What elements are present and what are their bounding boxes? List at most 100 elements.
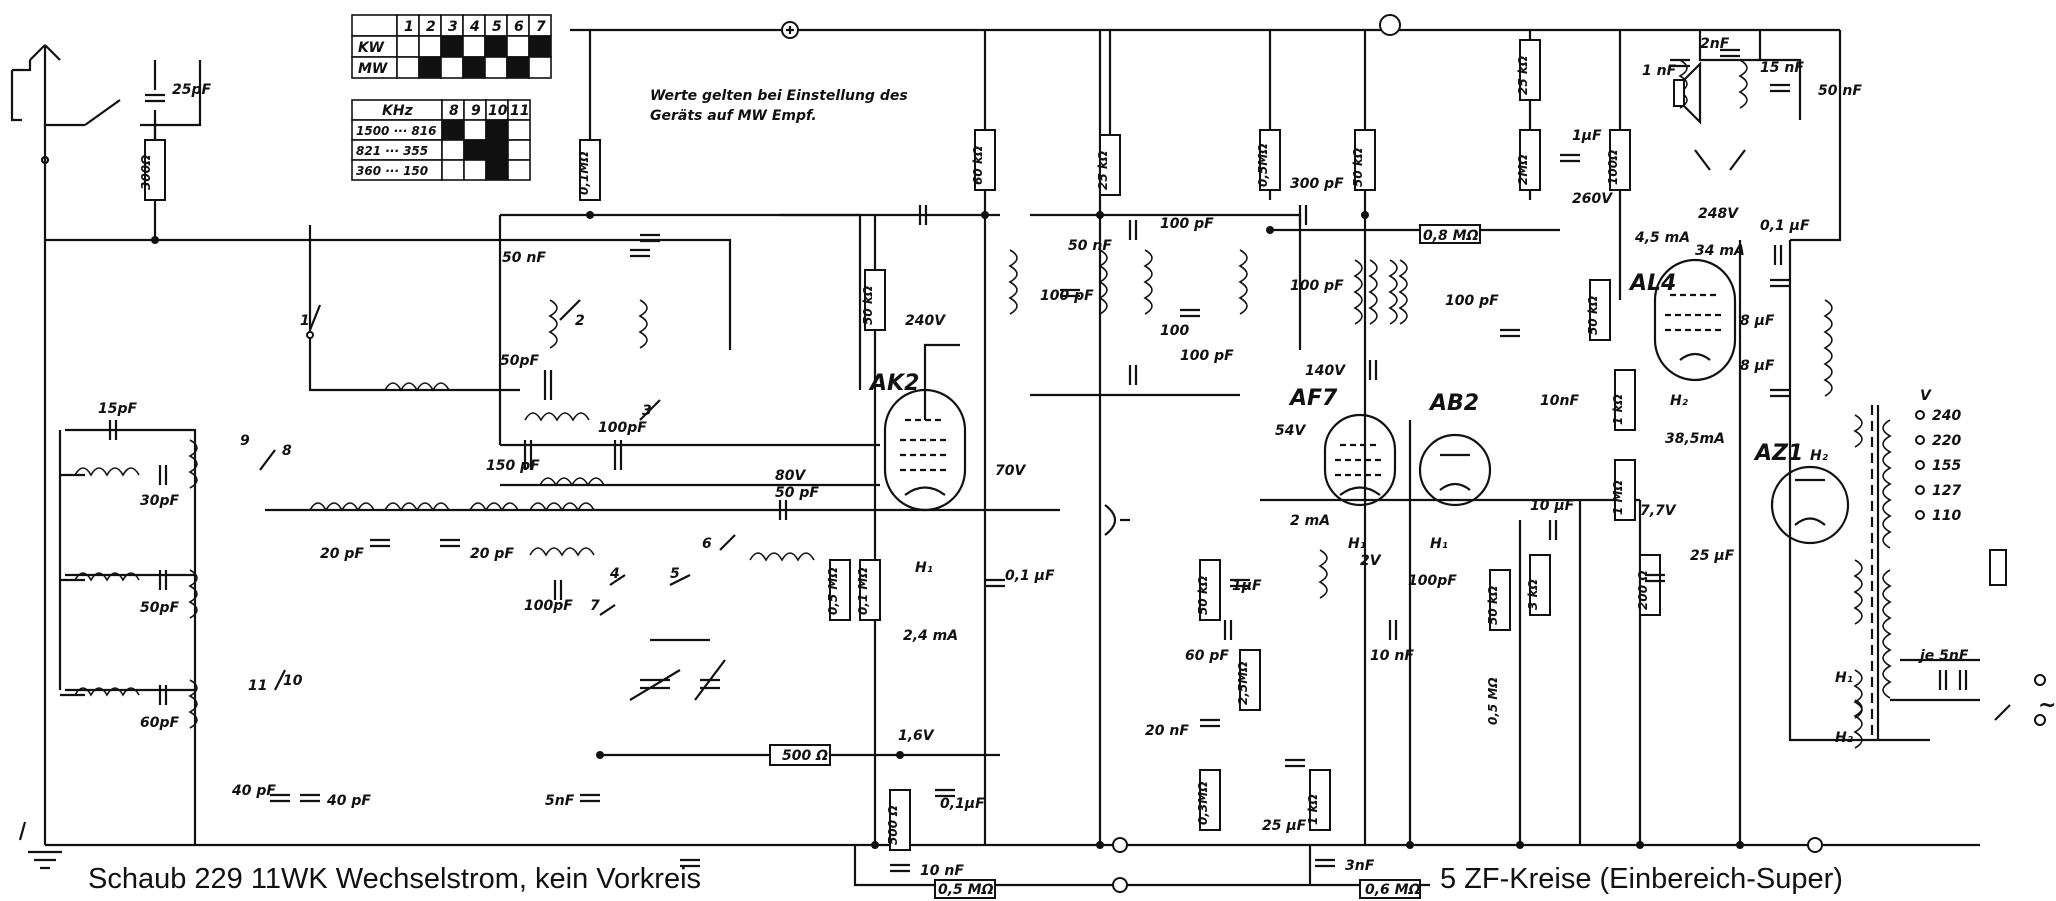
switch-6: 6 — [702, 536, 712, 552]
label-r50k-ak: 50 kΩ — [861, 286, 875, 325]
label-r1k-al: 1 kΩ — [1611, 394, 1625, 425]
khz-table-header: 10 — [488, 103, 508, 119]
label-c30pf: 30pF — [140, 493, 180, 509]
label-c01uf: 0,1 µF — [1005, 568, 1055, 584]
khz-table-cell — [485, 119, 509, 141]
label-c50pf-b: 50pF — [140, 600, 180, 616]
label-r25m: 2,5MΩ — [1236, 662, 1250, 705]
label-c100pf-if4: 100 pF — [1180, 348, 1234, 364]
label-c150pf: 150 pF — [486, 458, 540, 474]
label-i385: 38,5mA — [1665, 431, 1725, 447]
label-c40pf-a: 40 pF — [231, 783, 276, 799]
band-table-header: 2 — [426, 19, 436, 35]
label-c10uf: 10 µF — [1530, 498, 1575, 514]
label-r05m-bot: 0,5 MΩ — [938, 882, 994, 898]
label-c1nf: 1 nF — [1642, 63, 1677, 79]
label-c3nf: 3nF — [1345, 858, 1375, 874]
band-table-cell — [396, 56, 420, 79]
label-c100pf-if1: 100 pF — [1160, 216, 1214, 232]
band-table-header: 1 — [404, 19, 414, 35]
khz-table-cell — [463, 119, 487, 141]
khz-table-cell — [463, 139, 487, 161]
band-table-header: 3 — [448, 19, 458, 35]
khz-table-cell — [507, 159, 531, 181]
label-r500-h: 500 Ω — [782, 748, 828, 764]
mains-110: 110 — [1932, 508, 1961, 524]
switch-3: 3 — [642, 403, 652, 419]
label-c25pf: 25pF — [172, 82, 212, 98]
label-c15nf: 15 nF — [1760, 60, 1804, 76]
mains-155: 155 — [1932, 458, 1961, 474]
label-r300: 300Ω — [139, 155, 153, 190]
label-c100pf-af2: 100 pF — [1445, 293, 1499, 309]
label-r50k-al: 50 kΩ — [1586, 296, 1600, 335]
tube-al4 — [1653, 258, 1737, 382]
label-r08m: 0,8 MΩ — [1423, 228, 1479, 244]
label-v54: 54V — [1275, 423, 1306, 439]
note: Werte gelten bei Einstellung des Geräts … — [650, 88, 908, 124]
label-r1m-al: 1 MΩ — [1611, 480, 1625, 515]
band-table-cell — [484, 35, 508, 58]
label-c20nf: 20 nF — [1145, 723, 1189, 739]
antenna-input — [10, 44, 85, 845]
label-h1-ak: H₁ — [915, 560, 933, 576]
switch-9: 9 — [240, 433, 250, 449]
band-table-cell — [440, 56, 464, 79]
label-c300pf: 300 pF — [1290, 176, 1344, 192]
label-c1uf-af: 1µF — [1232, 578, 1262, 594]
label-r01m-ak: 0,1 MΩ — [856, 567, 870, 615]
label-c01uf-b: 0,1µF — [940, 796, 985, 812]
mains-unit: V — [1920, 388, 1932, 404]
mains-220: 220 — [1932, 433, 1961, 449]
tube-ak2 — [883, 343, 967, 512]
junction-dots — [151, 211, 1744, 849]
band-table-row-label: MW — [358, 61, 388, 77]
band-table-cell — [462, 35, 486, 58]
label-c15pf: 15pF — [98, 401, 138, 417]
band-table-cell — [440, 35, 464, 58]
label-v248: 248V — [1698, 206, 1739, 222]
tube-labels: AK2 AF7 AB2 AL4 AZ1 — [868, 271, 1803, 466]
label-v80: 80V — [775, 468, 806, 484]
label-c100pf-sw3: 100pF — [598, 420, 647, 436]
label-c1uf-top: 1µF — [1572, 128, 1602, 144]
tube-label-az1: AZ1 — [1753, 441, 1803, 466]
khz-table-cell — [441, 119, 465, 141]
band-table-cell — [418, 56, 442, 79]
band-table-cell — [462, 56, 486, 79]
label-r3k: 3 kΩ — [1526, 579, 1540, 610]
label-c60pf: 60pF — [140, 715, 180, 731]
label-r01m: 0,1MΩ — [577, 152, 591, 195]
label-r200: 200 Ω — [1636, 571, 1650, 610]
label-r25k-a: 25 kΩ — [1096, 151, 1110, 190]
band-table-header: 7 — [536, 19, 546, 35]
label-c8uf-a: 8 µF — [1740, 313, 1775, 329]
label-r2m: 2MΩ — [1516, 155, 1530, 186]
mains-240: 240 — [1932, 408, 1961, 424]
label-i45: 4,5 mA — [1634, 230, 1690, 246]
band-table-cell — [396, 35, 420, 58]
khz-table-header: 8 — [449, 103, 459, 119]
band-table-header: 6 — [514, 19, 524, 35]
label-c5nf-mains: je 5nF — [1918, 648, 1969, 664]
khz-table-cell — [463, 159, 487, 181]
tube-label-ab2: AB2 — [1428, 391, 1479, 416]
tube-ab2 — [1418, 433, 1492, 507]
label-i34: 34 mA — [1695, 243, 1745, 259]
note-line-2: Geräts auf MW Empf. — [650, 108, 817, 124]
band-table-header: 5 — [492, 19, 502, 35]
label-c100pf-if3: 100 — [1160, 323, 1189, 339]
component-labels: 25pF 300Ω 0,1MΩ 60 kΩ 25 kΩ 0,5MΩ 50 kΩ … — [98, 36, 2056, 898]
terminals — [781, 14, 2046, 893]
caption-right: 5 ZF-Kreise (Einbereich-Super) — [1440, 863, 1843, 895]
label-h1-ab: H₁ — [1430, 536, 1448, 552]
label-r05m-ab: 0,5 MΩ — [1486, 677, 1500, 725]
band-table-corner — [351, 14, 398, 37]
label-v16: 1,6V — [898, 728, 935, 744]
switch-7: 7 — [590, 598, 600, 614]
label-h2-al: H₂ — [1670, 393, 1689, 409]
label-r50k-ab: 50 kΩ — [1486, 586, 1500, 625]
